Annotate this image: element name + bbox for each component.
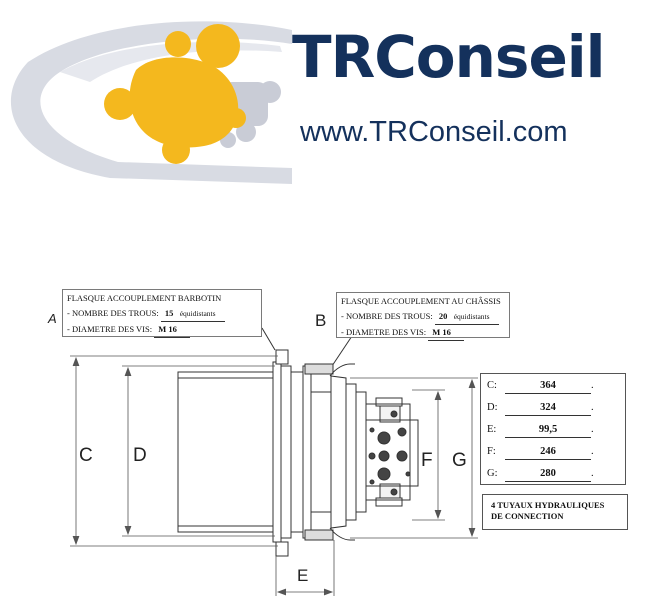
dimension-c-label: C: [79, 445, 93, 466]
note-sprocket-title: FLASQUE ACCOUPLEMENT BARBOTIN: [67, 293, 222, 303]
screw-label: - DIAMETRE DES VIS:: [67, 324, 153, 334]
screw-value: M 16: [154, 322, 191, 338]
spec-row-g: G:280.: [487, 467, 594, 482]
dimension-e-label: E: [297, 566, 309, 585]
logo-swoosh-inner: [60, 41, 282, 82]
leader-line-b: [331, 335, 353, 367]
logo-swoosh: [10, 21, 293, 184]
hydraulic-pipes-note: 4 TUYAUX HYDRAULIQUES DE CONNECTION: [482, 494, 628, 530]
dimension-d-label: D: [133, 445, 147, 466]
note-chassis-flange: FLASQUE ACCOUPLEMENT AU CHÂSSIS - NOMBRE…: [336, 292, 510, 341]
motor-housing: [177, 349, 419, 557]
screw-label: - DIAMETRE DES VIS:: [341, 327, 427, 337]
spec-row-e: E:99,5.: [487, 423, 594, 438]
holes-label: - NOMBRE DES TROUS:: [67, 308, 159, 318]
note-sprocket-flange: FLASQUE ACCOUPLEMENT BARBOTIN - NOMBRE D…: [62, 289, 262, 338]
note-chassis-title: FLASQUE ACCOUPLEMENT AU CHÂSSIS: [341, 296, 501, 306]
note-sprocket-screw: - DIAMETRE DES VIS: M 16: [67, 322, 257, 338]
note-chassis-screw: - DIAMETRE DES VIS: M 16: [341, 325, 505, 341]
hydraulic-note-line2: DE CONNECTION: [491, 511, 564, 521]
spec-row-f: F:246.: [487, 445, 594, 460]
hydraulic-note-line1: 4 TUYAUX HYDRAULIQUES: [491, 500, 605, 510]
holes-label: - NOMBRE DES TROUS:: [341, 311, 433, 321]
dimension-g-label: G: [452, 450, 467, 471]
screw-value: M 16: [428, 325, 465, 341]
note-sprocket-holes: - NOMBRE DES TROUS: 15 équidistants: [67, 306, 257, 322]
holes-value: 15 équidistants: [160, 306, 225, 322]
dimension-f-label: F: [421, 450, 433, 471]
brand-url: www.TRConseil.com: [300, 116, 568, 148]
puzzle-piece-yellow-icon: [104, 24, 246, 164]
dimension-spec-table: C:364. D:324. E:99,5. F:246. G:280.: [480, 373, 626, 485]
spec-row-c: C:364.: [487, 379, 594, 394]
marker-b: B: [315, 311, 327, 330]
spec-row-d: D:324.: [487, 401, 594, 416]
dimension-lines: [70, 355, 478, 596]
marker-a: A: [48, 311, 57, 326]
brand-name: TRConseil: [292, 23, 606, 91]
note-chassis-holes: - NOMBRE DES TROUS: 20 équidistants: [341, 309, 505, 325]
leader-line-a: [261, 327, 276, 351]
holes-value: 20 équidistants: [434, 309, 499, 325]
